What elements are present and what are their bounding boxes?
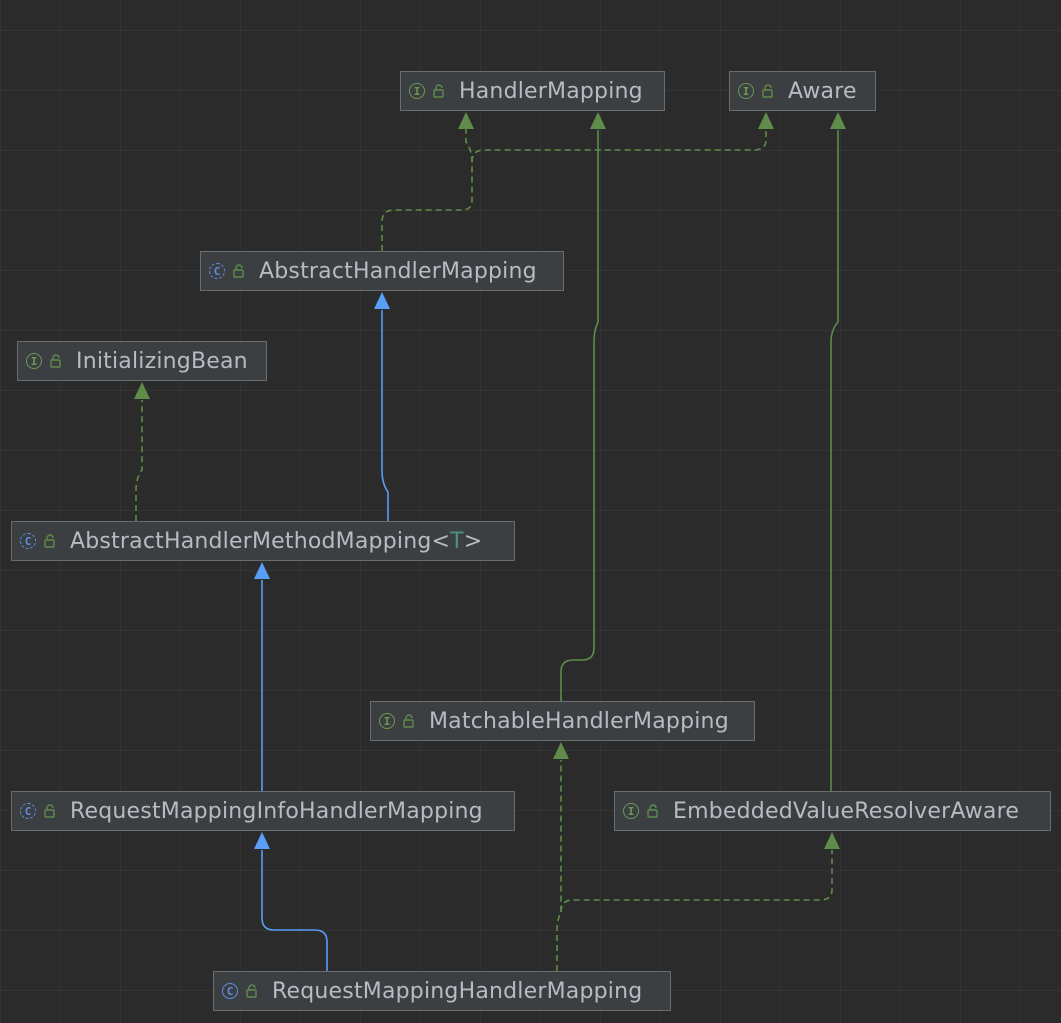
class-name: RequestMappingHandlerMapping xyxy=(272,978,643,1004)
edge-extends-request-mapping-handler-mapping-to-request-mapping-info-handler-mapping xyxy=(261,850,328,971)
public-unlock-icon xyxy=(403,714,415,728)
abstract-class-icon: C xyxy=(20,803,36,819)
class-name: MatchableHandlerMapping xyxy=(429,708,729,734)
arrowhead-handler-mapping-implements xyxy=(458,112,474,129)
edge-implements-abstract-handler-method-mapping-to-initializing-bean xyxy=(135,400,143,521)
node-label: MatchableHandlerMapping xyxy=(429,709,729,734)
public-unlock-icon xyxy=(647,804,659,818)
interface-icon: I xyxy=(409,83,425,99)
interface-icon: I xyxy=(26,353,42,369)
class-name: HandlerMapping xyxy=(459,78,643,104)
class-icon: C xyxy=(222,983,238,999)
class-name: AbstractHandlerMapping xyxy=(259,258,537,284)
public-unlock-icon xyxy=(44,534,56,548)
edge-extends-interface-matchable-handler-mapping-to-handler-mapping xyxy=(560,130,599,701)
arrowhead-abstract-handler-method-mapping xyxy=(254,562,270,579)
node-label: RequestMappingHandlerMapping xyxy=(272,979,642,1004)
node-label: EmbeddedValueResolverAware xyxy=(673,799,1019,824)
interface-icon: I xyxy=(379,713,395,729)
node-embedded-value-resolver-aware[interactable]: I EmbeddedValueResolverAware xyxy=(614,791,1051,831)
node-label: InitializingBean xyxy=(76,349,248,374)
node-request-mapping-info-handler-mapping[interactable]: C RequestMappingInfoHandlerMapping xyxy=(11,791,515,831)
public-unlock-icon xyxy=(246,984,258,998)
node-label: Aware xyxy=(788,79,857,104)
interface-icon: I xyxy=(623,803,639,819)
class-name: RequestMappingInfoHandlerMapping xyxy=(70,798,483,824)
edge-implements-request-mapping-handler-mapping-to-embedded-value-resolver-aware xyxy=(560,850,833,913)
node-request-mapping-handler-mapping[interactable]: C RequestMappingHandlerMapping xyxy=(213,971,671,1011)
type-parameter: T xyxy=(450,528,464,554)
edge-extends-abstract-handler-method-mapping-to-abstract-handler-mapping xyxy=(381,310,389,521)
public-unlock-icon xyxy=(433,84,445,98)
interface-icon: I xyxy=(738,83,754,99)
arrowhead-aware-extends xyxy=(830,112,846,129)
arrowhead-aware-implements xyxy=(758,112,774,129)
edge-implements-abstract-handler-mapping-to-aware xyxy=(471,118,767,163)
arrowhead-initializing-bean xyxy=(134,382,150,399)
arrowhead-request-mapping-info-handler-mapping xyxy=(254,832,270,849)
edge-extends-interface-embedded-value-resolver-aware-to-aware xyxy=(830,130,839,791)
node-abstract-handler-mapping[interactable]: C AbstractHandlerMapping xyxy=(200,251,564,291)
node-matchable-handler-mapping[interactable]: I MatchableHandlerMapping xyxy=(370,701,755,741)
node-abstract-handler-method-mapping[interactable]: C AbstractHandlerMethodMapping<T> xyxy=(11,521,515,561)
class-name: InitializingBean xyxy=(76,348,248,374)
public-unlock-icon xyxy=(762,84,774,98)
node-label: AbstractHandlerMethodMapping<T> xyxy=(70,528,483,554)
class-name: Aware xyxy=(788,78,857,104)
abstract-class-icon: C xyxy=(20,533,36,549)
edge-implements-abstract-handler-mapping-to-handler-mapping xyxy=(381,118,473,251)
node-label: RequestMappingInfoHandlerMapping xyxy=(70,799,483,824)
node-label: AbstractHandlerMapping xyxy=(259,259,537,284)
arrowhead-abstract-handler-mapping xyxy=(374,292,390,309)
arrowhead-embedded-value-resolver-aware xyxy=(824,832,840,849)
arrowhead-handler-mapping-extends xyxy=(590,112,606,129)
node-aware[interactable]: I Aware xyxy=(729,71,876,111)
edge-implements-request-mapping-handler-mapping-to-matchable-handler-mapping xyxy=(556,760,562,971)
arrowhead-matchable-handler-mapping xyxy=(553,742,569,759)
node-handler-mapping[interactable]: I HandlerMapping xyxy=(400,71,665,111)
class-name: AbstractHandlerMethodMapping xyxy=(70,528,432,554)
abstract-class-icon: C xyxy=(209,263,225,279)
public-unlock-icon xyxy=(44,804,56,818)
class-name: EmbeddedValueResolverAware xyxy=(673,798,1020,824)
public-unlock-icon xyxy=(50,354,62,368)
node-label: HandlerMapping xyxy=(459,79,643,104)
public-unlock-icon xyxy=(233,264,245,278)
node-initializing-bean[interactable]: I InitializingBean xyxy=(17,341,267,381)
